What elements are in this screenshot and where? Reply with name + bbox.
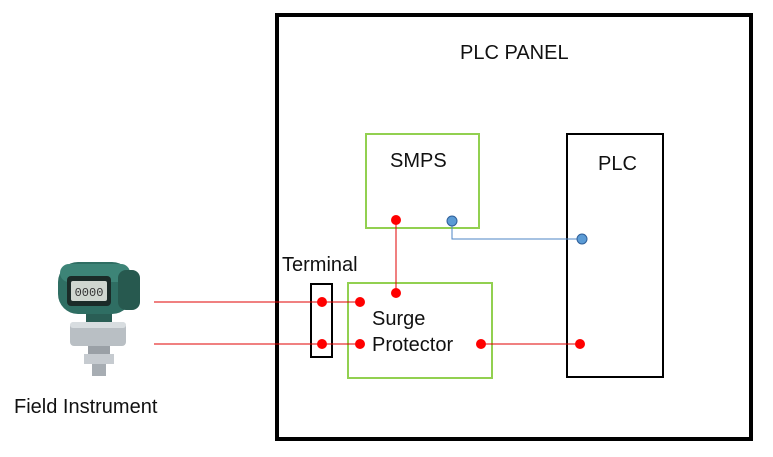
plc-box (566, 133, 664, 378)
plc-panel-box (275, 13, 753, 441)
terminal-label: Terminal (282, 254, 358, 276)
surge-top-in-dot (355, 297, 365, 307)
plc-input-dot (575, 339, 585, 349)
smps-power-dot (391, 215, 401, 225)
terminal-top-dot (317, 297, 327, 307)
surge-power-dot (391, 288, 401, 298)
surge-protector-label-line1: Surge (372, 308, 426, 330)
terminal-box (310, 283, 333, 358)
plc-comm-dot (576, 233, 588, 245)
smps-comm-dot (446, 215, 458, 227)
smps-box (365, 133, 480, 229)
surge-out-dot (476, 339, 486, 349)
plc-label: PLC (598, 153, 637, 175)
comm-wire (451, 221, 582, 240)
surge-protector-label-line2: Protector (372, 334, 454, 356)
terminal-bottom-dot (317, 339, 327, 349)
plc-panel-title: PLC PANEL (460, 42, 569, 64)
surge-protector-box (347, 282, 493, 379)
instrument-display-text: 0000 (75, 286, 104, 300)
surge-bottom-in-dot (355, 339, 365, 349)
field-instrument-label: Field Instrument (14, 396, 158, 418)
field-instrument-icon: 0000 (58, 262, 140, 376)
smps-label: SMPS (390, 150, 447, 172)
surge-protector-label: Surge Protector (372, 306, 453, 358)
